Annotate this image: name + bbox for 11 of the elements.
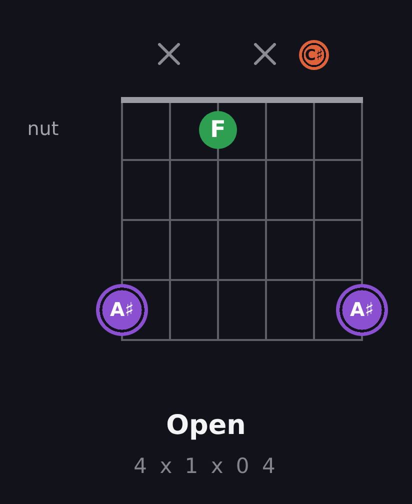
finger-dot xyxy=(199,111,237,149)
note-label: A♯ xyxy=(110,300,134,320)
open-string-dot xyxy=(299,40,329,70)
note-label: F xyxy=(210,118,226,142)
ringed-finger-dot xyxy=(96,284,148,336)
ringed-finger-dot xyxy=(336,284,388,336)
fingering-text: 4 x 1 x 0 4 xyxy=(134,454,278,478)
note-label: C♯ xyxy=(304,48,324,62)
note-label: A♯ xyxy=(350,300,374,320)
chord-title: Open xyxy=(166,410,246,441)
fret-label: nut xyxy=(27,118,59,140)
